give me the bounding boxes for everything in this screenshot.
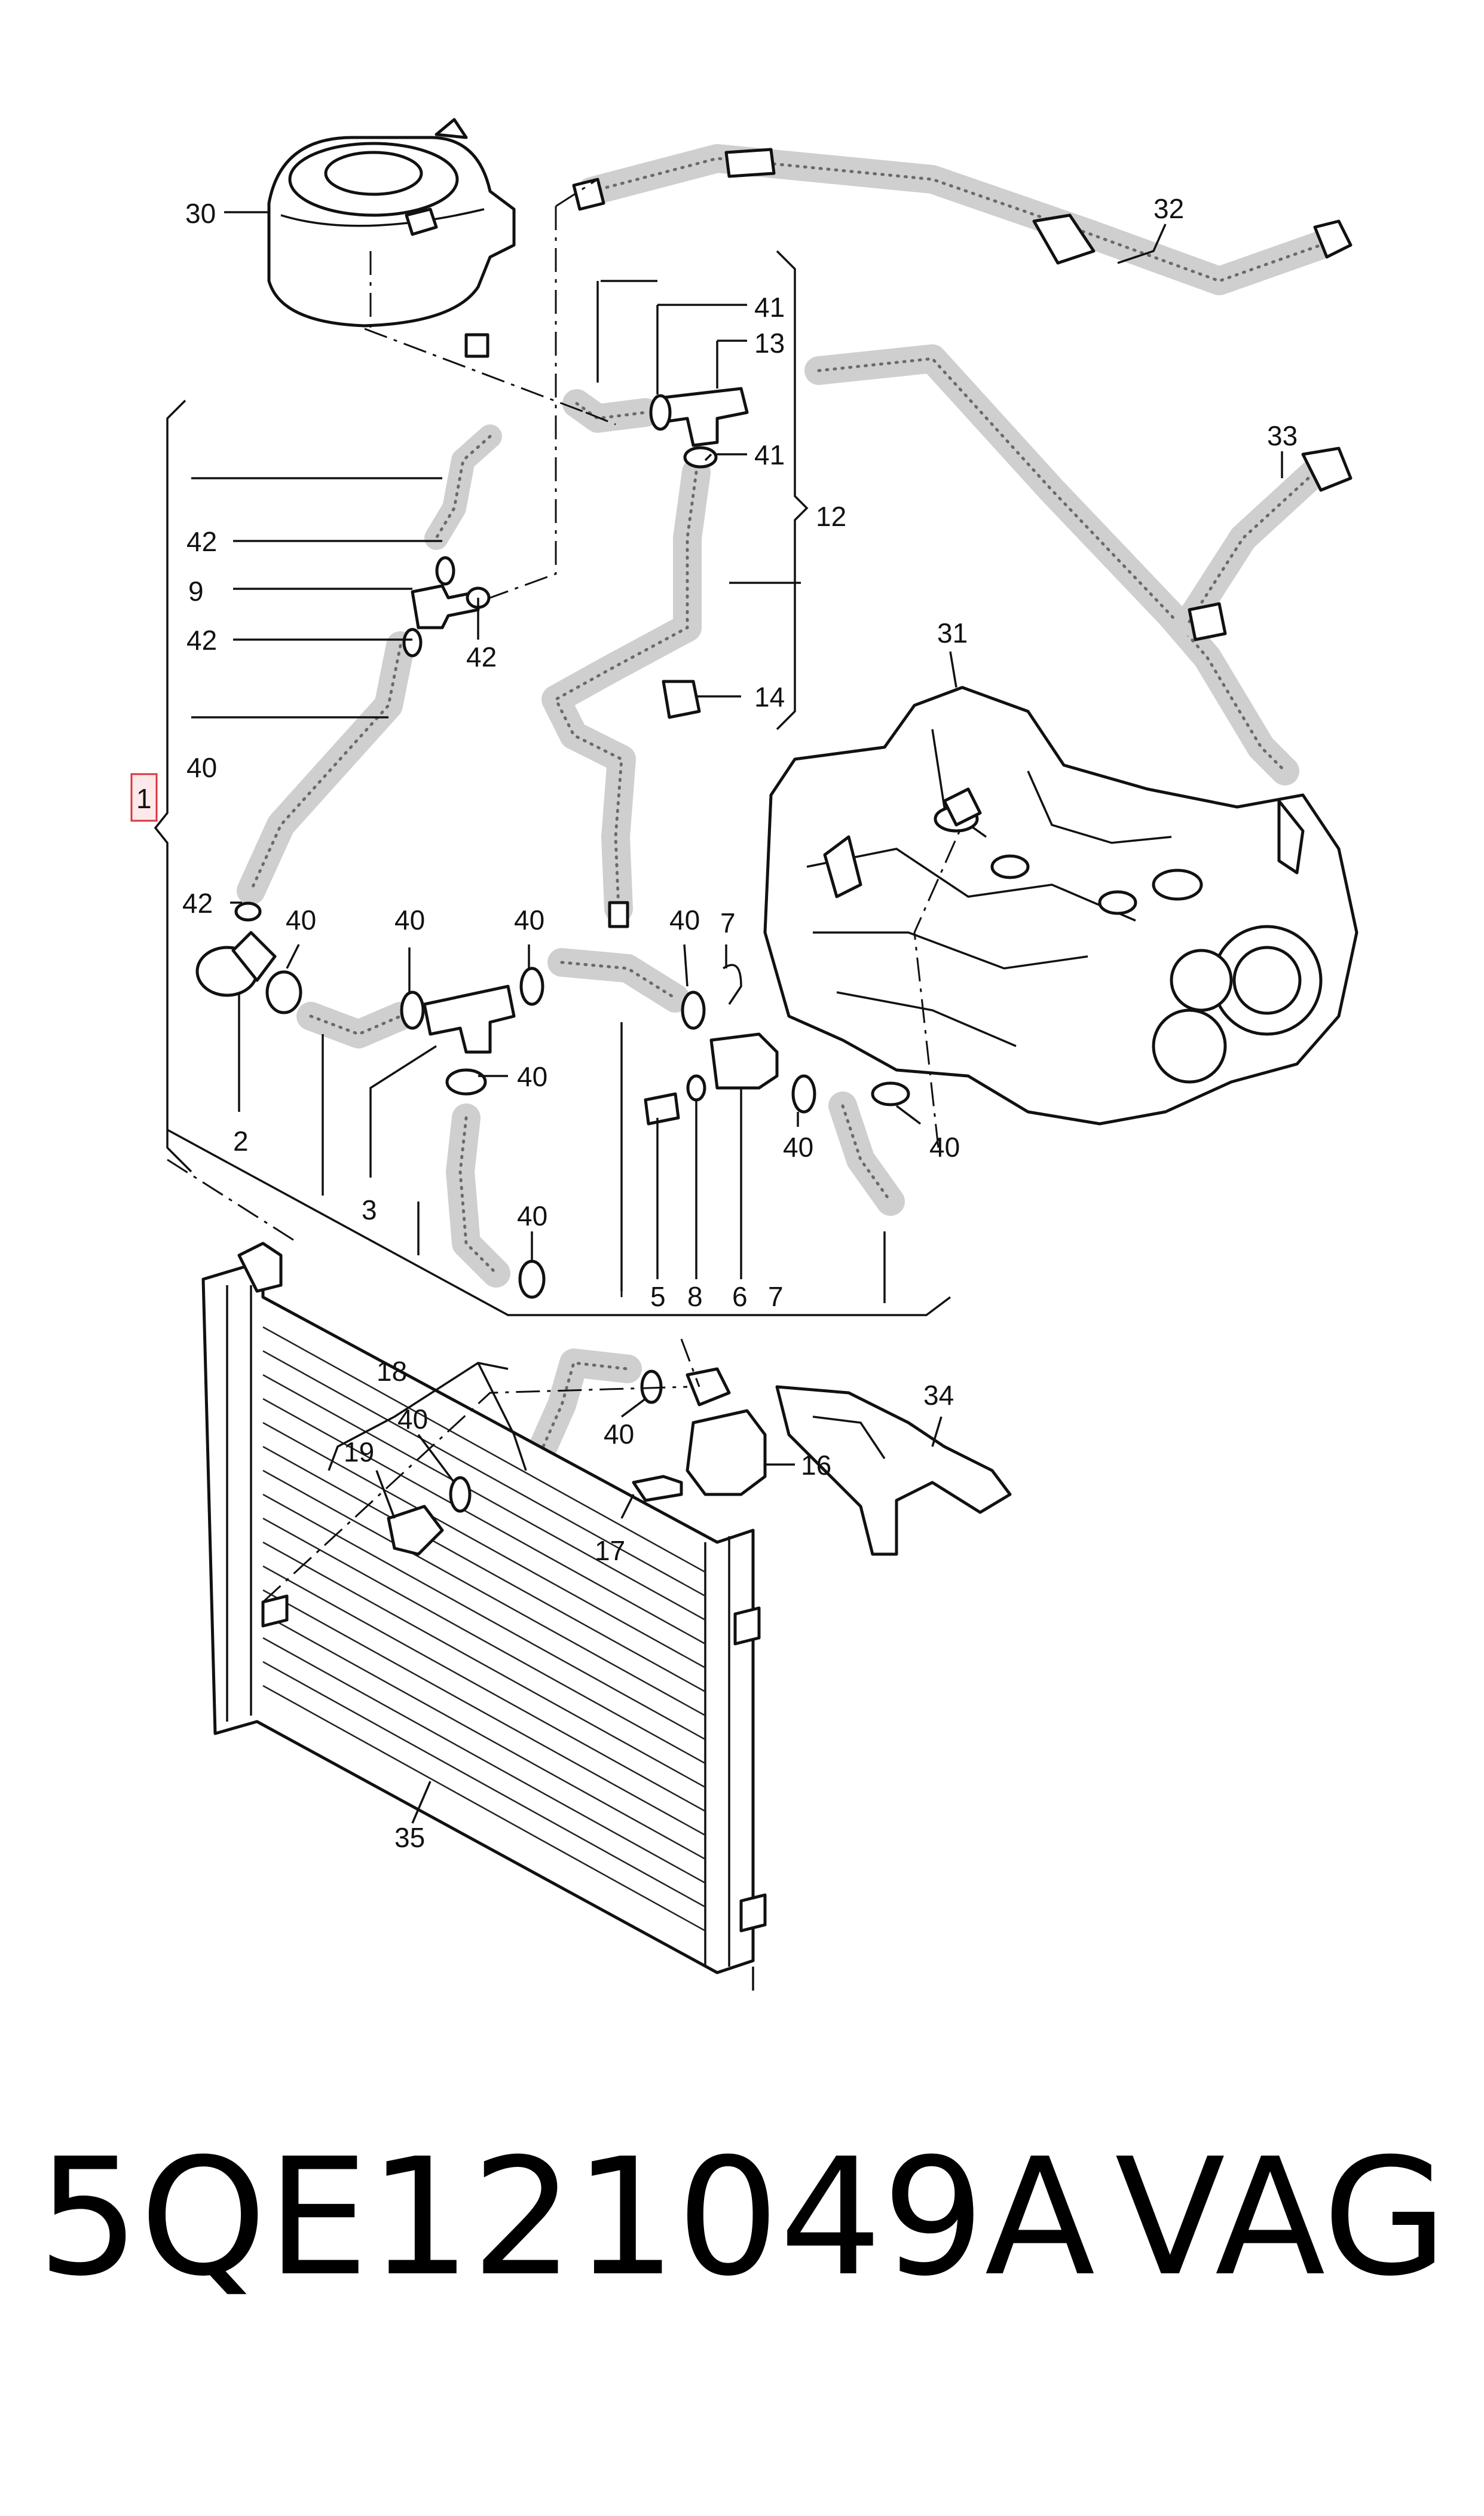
radiator-fins bbox=[262, 1326, 706, 1932]
callout-7-top[interactable]: 7 bbox=[720, 907, 736, 938]
callout-42[interactable]: 42 bbox=[186, 526, 217, 557]
callout-16[interactable]: 16 bbox=[801, 1450, 831, 1481]
callout-42[interactable]: 42 bbox=[186, 625, 217, 656]
callout-40[interactable]: 40 bbox=[286, 904, 316, 936]
callout-8[interactable]: 8 bbox=[687, 1281, 703, 1312]
hose-3 bbox=[296, 1002, 415, 1048]
callout-30[interactable]: 30 bbox=[185, 198, 216, 229]
callout-5[interactable]: 5 bbox=[650, 1281, 666, 1312]
callout-42[interactable]: 42 bbox=[182, 888, 213, 919]
mounting-bracket bbox=[775, 1385, 1012, 1556]
part-number: 5QE121049A bbox=[37, 2123, 1096, 2312]
callout-31[interactable]: 31 bbox=[937, 617, 968, 649]
hose-1-lower bbox=[237, 631, 415, 905]
callout-41[interactable]: 41 bbox=[754, 439, 785, 470]
callout-40[interactable]: 40 bbox=[517, 1200, 547, 1231]
callout-13[interactable]: 13 bbox=[754, 328, 785, 359]
callout-3[interactable]: 3 bbox=[362, 1194, 377, 1225]
small-parts bbox=[195, 148, 1353, 1556]
callout-17[interactable]: 17 bbox=[595, 1535, 625, 1566]
callout-34[interactable]: 34 bbox=[923, 1380, 954, 1411]
callout-41[interactable]: 41 bbox=[754, 292, 785, 323]
callout-33[interactable]: 33 bbox=[1267, 420, 1298, 451]
callout-40[interactable]: 40 bbox=[517, 1061, 547, 1092]
callout-1-highlight-box bbox=[130, 773, 158, 822]
callout-1[interactable]: 1 bbox=[136, 783, 152, 814]
callout-18[interactable]: 18 bbox=[377, 1356, 407, 1387]
callout-12[interactable]: 12 bbox=[816, 501, 846, 532]
hose-33 bbox=[804, 344, 1329, 785]
dash-lines bbox=[167, 178, 963, 1603]
callout-40[interactable]: 40 bbox=[186, 752, 217, 783]
callout-40[interactable]: 40 bbox=[604, 1419, 634, 1450]
hose-1-upper bbox=[424, 424, 502, 550]
callout-7-bottom[interactable]: 7 bbox=[768, 1281, 784, 1312]
callout-6[interactable]: 6 bbox=[732, 1281, 748, 1312]
hose-12-upper bbox=[562, 389, 660, 433]
callout-14[interactable]: 14 bbox=[754, 681, 785, 713]
callout-42[interactable]: 42 bbox=[466, 641, 497, 672]
footer-caption: 5QE121049A VAG bbox=[37, 2128, 1448, 2307]
callout-40[interactable]: 40 bbox=[929, 1132, 960, 1163]
callout-labels: 1 2 3 5 8 6 7 7 9 12 13 14 16 17 18 19 3… bbox=[136, 193, 1298, 1853]
hose-to-gearbox-small bbox=[828, 1092, 905, 1216]
coolant-reservoir bbox=[267, 118, 516, 358]
hose-group bbox=[237, 144, 1335, 1503]
callout-35[interactable]: 35 bbox=[394, 1822, 425, 1853]
hose-right-of-tee bbox=[547, 948, 690, 1013]
hose-12-lower bbox=[541, 458, 711, 923]
gearbox-assembly bbox=[763, 686, 1358, 1126]
callout-19[interactable]: 19 bbox=[344, 1436, 374, 1468]
callout-40[interactable]: 40 bbox=[514, 904, 544, 936]
callout-40[interactable]: 40 bbox=[669, 904, 700, 936]
hose-32 bbox=[577, 144, 1335, 295]
callout-2[interactable]: 2 bbox=[233, 1126, 249, 1157]
callout-40[interactable]: 40 bbox=[783, 1132, 813, 1163]
hose-vertical-tee bbox=[446, 1103, 510, 1288]
radiator bbox=[201, 1242, 767, 1991]
callout-40[interactable]: 40 bbox=[397, 1404, 428, 1435]
brand-name: VAG bbox=[1115, 2123, 1448, 2312]
callout-32[interactable]: 32 bbox=[1153, 193, 1184, 224]
callout-9[interactable]: 9 bbox=[188, 576, 204, 607]
callout-40[interactable]: 40 bbox=[394, 904, 425, 936]
